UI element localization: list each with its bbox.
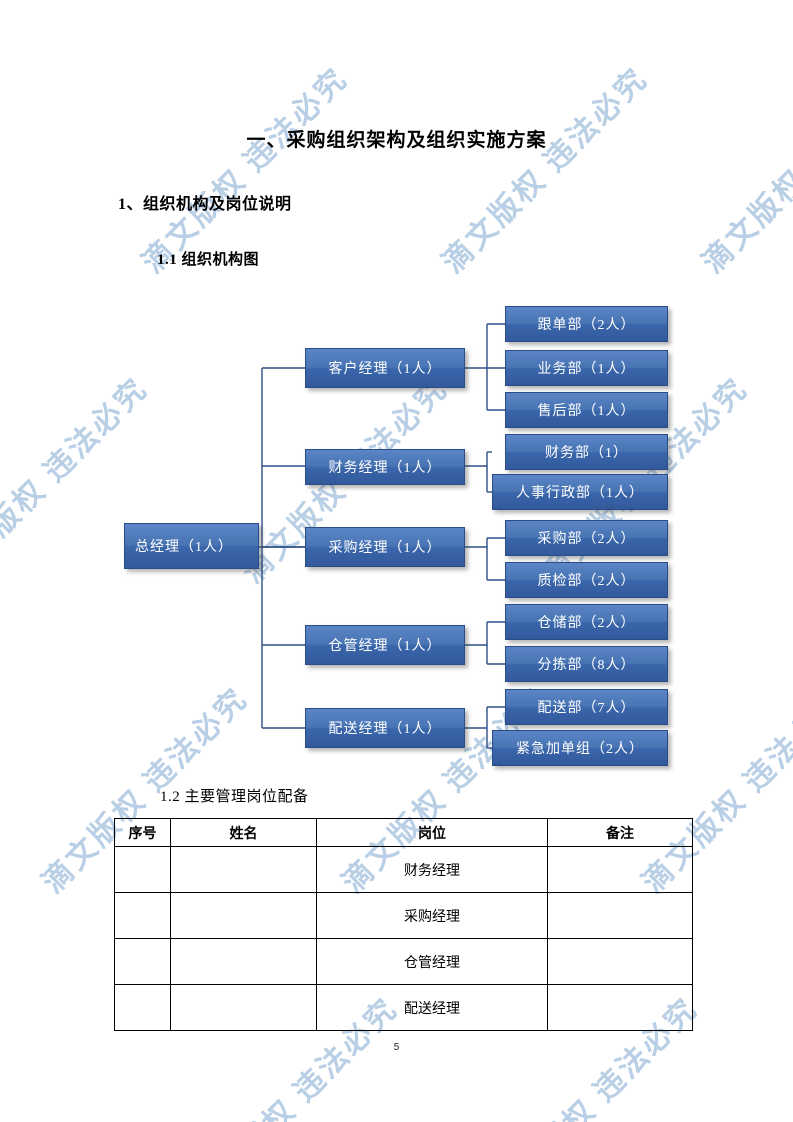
cell-position[interactable]: 采购经理 — [316, 892, 548, 939]
org-node-dept-urgent-order[interactable]: 紧急加单组（2人） — [492, 730, 668, 766]
cell-seq[interactable] — [114, 984, 171, 1031]
cell-remark[interactable] — [547, 938, 693, 985]
cell-remark[interactable] — [547, 892, 693, 939]
page-title: 一、采购组织架构及组织实施方案 — [246, 130, 547, 151]
table-header-seq: 序号 — [114, 818, 171, 847]
org-node-dept-sorting[interactable]: 分拣部（8人） — [505, 646, 668, 682]
table-row: 仓管经理 — [114, 938, 693, 985]
table-header-remark: 备注 — [547, 818, 693, 847]
cell-position[interactable]: 配送经理 — [316, 984, 548, 1031]
cell-name[interactable] — [170, 938, 317, 985]
org-node-dept-storage[interactable]: 仓储部（2人） — [505, 604, 668, 640]
cell-name[interactable] — [170, 984, 317, 1031]
org-node-dept-business[interactable]: 业务部（1人） — [505, 350, 668, 386]
subsection-heading-table: 1.2 主要管理岗位配备 — [160, 789, 309, 805]
org-node-manager-warehouse[interactable]: 仓管经理（1人） — [305, 625, 465, 665]
subsection-heading-chart: 1.1 组织机构图 — [157, 252, 260, 268]
cell-position[interactable]: 财务经理 — [316, 846, 548, 893]
table-row: 采购经理 — [114, 892, 693, 939]
org-node-manager-delivery[interactable]: 配送经理（1人） — [305, 708, 465, 748]
org-node-dept-order-tracking[interactable]: 跟单部（2人） — [505, 306, 668, 342]
org-node-dept-hr-admin[interactable]: 人事行政部（1人） — [492, 474, 668, 510]
cell-seq[interactable] — [114, 846, 171, 893]
org-node-root[interactable]: 总经理（1人） — [124, 523, 259, 569]
cell-remark[interactable] — [547, 846, 693, 893]
cell-remark[interactable] — [547, 984, 693, 1031]
org-node-manager-customer[interactable]: 客户经理（1人） — [305, 348, 465, 388]
management-positions-table: 序号 姓名 岗位 备注 财务经理 采购经理 仓管经理 — [114, 818, 693, 1031]
cell-name[interactable] — [170, 892, 317, 939]
page-number: 5 — [393, 1042, 400, 1053]
org-node-dept-purchasing[interactable]: 采购部（2人） — [505, 520, 668, 556]
cell-seq[interactable] — [114, 938, 171, 985]
org-node-dept-quality[interactable]: 质检部（2人） — [505, 562, 668, 598]
cell-seq[interactable] — [114, 892, 171, 939]
table-header-row: 序号 姓名 岗位 备注 — [114, 818, 693, 847]
cell-name[interactable] — [170, 846, 317, 893]
org-node-dept-delivery[interactable]: 配送部（7人） — [505, 689, 668, 725]
section-heading: 1、组织机构及岗位说明 — [118, 196, 292, 213]
table-header-position: 岗位 — [316, 818, 548, 847]
cell-position[interactable]: 仓管经理 — [316, 938, 548, 985]
org-node-dept-after-sales[interactable]: 售后部（1人） — [505, 392, 668, 428]
org-node-manager-finance[interactable]: 财务经理（1人） — [305, 449, 465, 485]
table-row: 配送经理 — [114, 984, 693, 1031]
table-header-name: 姓名 — [170, 818, 317, 847]
org-node-dept-finance[interactable]: 财务部（1） — [505, 434, 668, 470]
org-node-manager-purchasing[interactable]: 采购经理（1人） — [305, 527, 465, 567]
table-row: 财务经理 — [114, 846, 693, 893]
